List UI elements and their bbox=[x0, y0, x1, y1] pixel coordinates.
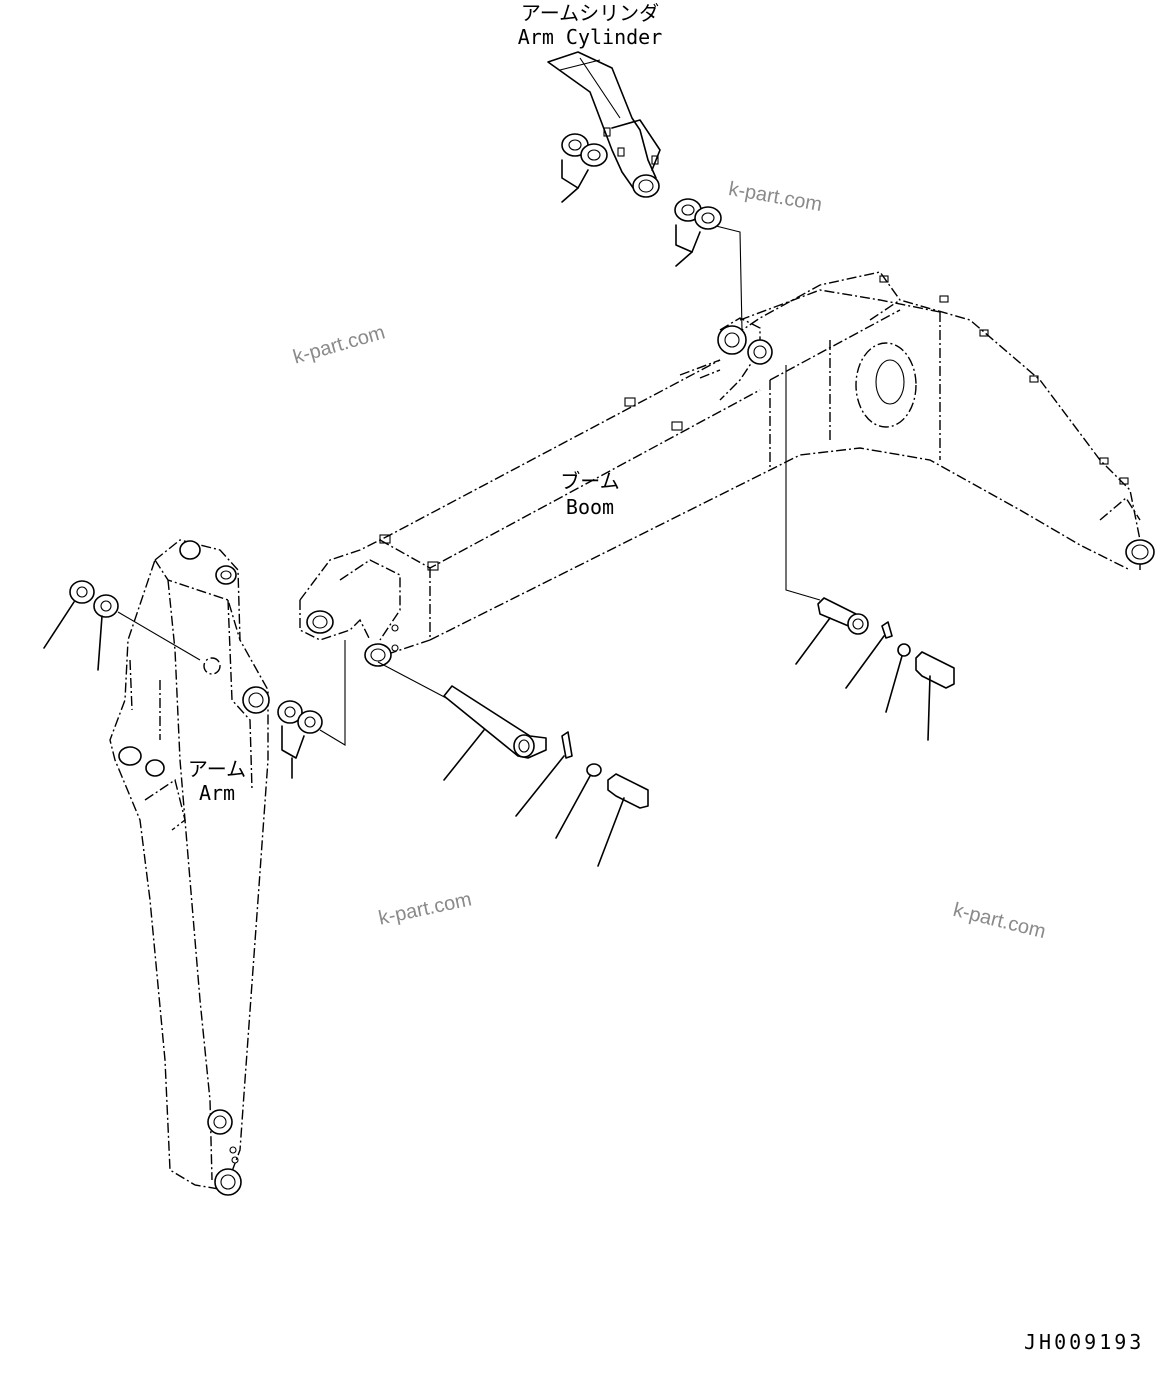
boom bbox=[299, 271, 1155, 667]
arm bbox=[109, 539, 270, 1196]
drawing-code: JH009193 bbox=[1024, 1330, 1145, 1354]
pin-set-right bbox=[785, 365, 955, 741]
shim-set-arm-boom bbox=[277, 640, 346, 779]
shim-set-upper-right bbox=[674, 198, 743, 331]
arm-label-en: Arm bbox=[198, 781, 236, 805]
shim-set-upper-left bbox=[561, 133, 608, 203]
boom-label-jp: ブーム bbox=[560, 469, 620, 493]
arm-label-jp: アーム bbox=[187, 757, 247, 781]
arm-cylinder-label-jp: アームシリンダ bbox=[520, 1, 660, 25]
boom-label-en: Boom bbox=[565, 495, 615, 519]
arm-cylinder-label-en: Arm Cylinder bbox=[517, 25, 663, 49]
pin-set-center bbox=[377, 661, 649, 867]
arm-cylinder bbox=[547, 51, 661, 198]
shim-set-arm-left bbox=[43, 580, 201, 671]
